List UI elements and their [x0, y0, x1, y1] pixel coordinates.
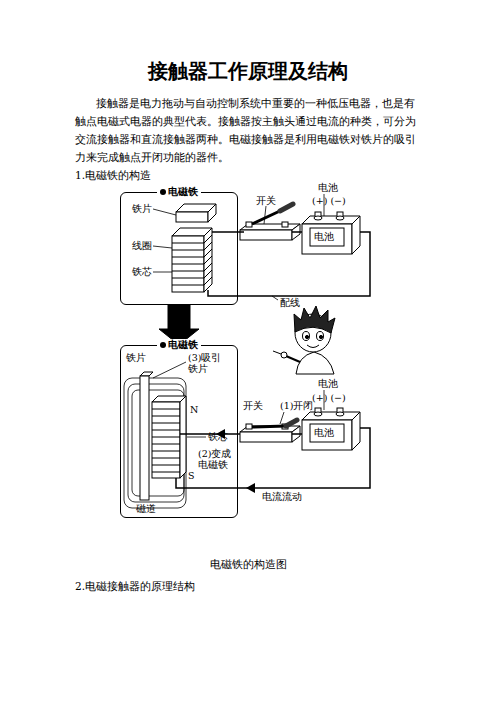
battery [310, 424, 344, 442]
person-figure [273, 351, 281, 354]
person-figure [305, 335, 308, 338]
part-label: 电流流动 [262, 491, 302, 502]
part-label: (+) (−) [312, 195, 346, 206]
part-label: 铁芯 [208, 431, 228, 442]
part-label: 开关 [243, 400, 263, 411]
iron-plate [140, 376, 149, 500]
body-paragraph: 接触器是电力拖动与自动控制系统中重要的一种低压电器，也是有触点电磁式电器的典型代… [75, 94, 421, 166]
heading-bullet [160, 189, 166, 195]
part-label: 电池 [318, 378, 338, 389]
frame-title: 电磁铁 [168, 186, 198, 198]
part-label: 铁片 [132, 203, 152, 214]
person-figure [281, 352, 287, 358]
battery [314, 216, 322, 220]
battery [302, 412, 360, 420]
section-heading: 2.电磁接触器的原理结构 [75, 579, 195, 593]
person-figure [296, 352, 334, 374]
knife-switch [280, 204, 293, 211]
person-figure [303, 332, 310, 341]
battery [302, 216, 360, 224]
person-figure [273, 306, 335, 374]
part-label: (3)吸引 铁片 [188, 352, 226, 374]
wire [208, 232, 370, 296]
person-figure [317, 332, 324, 341]
part-label: 电池 [314, 427, 334, 438]
coil-core [172, 243, 204, 285]
battery [310, 228, 344, 246]
battery [336, 216, 344, 220]
core-electromagnet [180, 396, 186, 478]
coil-core [172, 228, 212, 292]
part-label: S [188, 470, 195, 481]
wire [292, 231, 302, 233]
knife-switch [246, 222, 252, 227]
battery [352, 412, 360, 450]
iron-plate [176, 212, 208, 222]
part-label: 配线 [280, 297, 300, 308]
frame-heading: 电磁铁 [157, 339, 201, 351]
person-figure [286, 356, 300, 362]
core-electromagnet [152, 396, 186, 478]
part-label: (+) (−) [312, 392, 346, 403]
wire [212, 231, 244, 233]
knife-switch [240, 230, 292, 240]
part-label: (2)变成 电磁铁 [198, 448, 236, 470]
battery [352, 216, 360, 254]
part-label: 开关 [256, 195, 276, 206]
core-electromagnet [152, 402, 180, 478]
coil-core [172, 236, 204, 292]
knife-switch [252, 426, 286, 427]
battery [302, 224, 352, 254]
battery [314, 412, 322, 416]
knife-switch [286, 420, 297, 426]
knife-switch [240, 204, 300, 240]
battery [302, 212, 360, 254]
person-figure [319, 335, 322, 338]
leader-line [153, 194, 324, 300]
part-label: 铁芯 [132, 266, 152, 277]
knife-switch [282, 222, 288, 227]
page-title: 接触器工作原理及结构 [0, 58, 496, 85]
part-label: 线圈 [132, 240, 152, 251]
knife-switch [246, 424, 252, 429]
leader-line [153, 209, 176, 272]
person-figure [307, 345, 319, 348]
part-label: 铁片 [126, 352, 146, 363]
part-label: 电池 [314, 231, 334, 242]
wire [176, 428, 370, 488]
wire [292, 433, 302, 435]
iron-plate [208, 204, 216, 222]
section-heading: 1.电磁铁的构造 [75, 168, 151, 182]
knife-switch [240, 420, 300, 442]
battery [302, 408, 360, 450]
battery [302, 420, 352, 450]
knife-switch [240, 432, 292, 442]
part-label: N [190, 404, 198, 415]
current-arrow [246, 483, 255, 493]
part-label: (1)开闭 [280, 400, 313, 411]
iron-plate [140, 372, 153, 500]
part-label: 电池 [318, 182, 338, 193]
core-electromagnet [152, 409, 180, 472]
heading-bullet [160, 342, 166, 348]
wire [208, 232, 370, 296]
part-label: 磁道 [136, 503, 156, 514]
coil-core [204, 235, 212, 285]
frame-title: 电磁铁 [168, 339, 198, 351]
knife-switch [252, 210, 282, 224]
battery [336, 412, 344, 416]
person-figure [294, 306, 335, 333]
wire [176, 428, 370, 488]
iron-plate [176, 204, 216, 222]
frame-heading: 电磁铁 [157, 186, 201, 198]
coil-core [204, 228, 212, 292]
figure-caption: 电磁铁的构造图 [0, 558, 496, 572]
iron-plate [140, 372, 153, 376]
